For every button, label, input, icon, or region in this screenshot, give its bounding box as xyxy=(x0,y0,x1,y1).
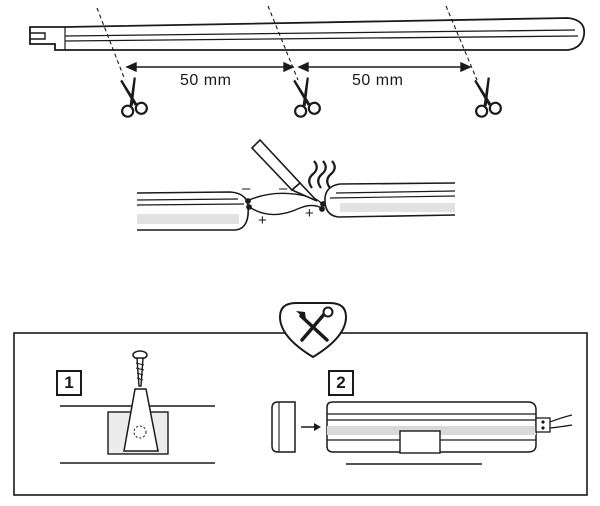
scissors-icon xyxy=(287,74,322,119)
solder-wires xyxy=(245,192,326,216)
step-2-number: 2 xyxy=(328,370,354,396)
dimension-label-2: 50 mm xyxy=(352,72,404,89)
dimension-arrows xyxy=(125,61,472,73)
polarity-plus-left: + xyxy=(258,212,267,229)
led-strip-top xyxy=(29,17,586,51)
tools-icon xyxy=(278,302,348,359)
insert-arrow-icon xyxy=(301,423,321,431)
strip-left-segment xyxy=(136,191,250,231)
polarity-minus-right: – xyxy=(279,180,288,197)
polarity-plus-right: + xyxy=(305,205,314,222)
scissors-icon xyxy=(468,74,503,119)
polarity-minus-left: – xyxy=(242,180,251,197)
screw-icon xyxy=(132,350,148,387)
smoke-icon xyxy=(308,160,336,189)
step-2-illustration xyxy=(271,401,573,465)
soldering-iron-icon xyxy=(250,138,318,202)
dimension-label-1: 50 mm xyxy=(180,72,232,89)
scissors-icon xyxy=(114,74,149,119)
step-1-illustration xyxy=(60,350,215,464)
step-1-number: 1 xyxy=(56,370,82,396)
strip-right-segment xyxy=(324,182,456,218)
